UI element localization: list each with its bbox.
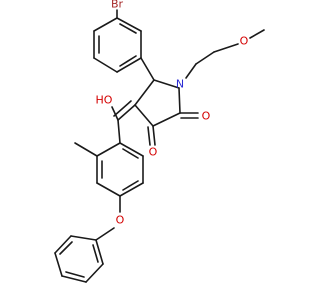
methoxy-oxygen-label: O — [240, 35, 249, 48]
bond-c4-exocyclic-double — [113, 100, 132, 117]
methylphenyl-ring — [96, 142, 144, 197]
nitrogen-label: N — [176, 78, 184, 91]
ether-oxygen-label: O — [116, 214, 125, 227]
carbonyl-oxygen-label-c3: O — [149, 146, 158, 159]
bond-c3-o-double — [147, 126, 151, 146]
bond-o-ch2 — [95, 227, 115, 241]
bond-methyl — [74, 142, 98, 157]
chemical-structure: Br O N O O HO O — [54, 0, 265, 283]
benzyl-ring — [54, 235, 104, 283]
bond-enol-oh — [111, 106, 119, 121]
carbonyl-oxygen-label-c2: O — [202, 110, 211, 123]
atom-labels: Br O N O O HO O — [96, 0, 249, 227]
bond-aryl-c5 — [140, 57, 155, 81]
bond-c3-o — [152, 125, 156, 146]
hydroxy-label: HO — [96, 94, 113, 107]
bond-enol-aryl — [117, 119, 121, 144]
bond-c4-exocyclic — [117, 104, 136, 121]
pyrrolidinedione-ring — [134, 79, 181, 127]
methoxyethyl-chain — [185, 29, 265, 79]
bromine-label: Br — [111, 0, 124, 11]
bromophenyl-ring — [93, 17, 142, 73]
